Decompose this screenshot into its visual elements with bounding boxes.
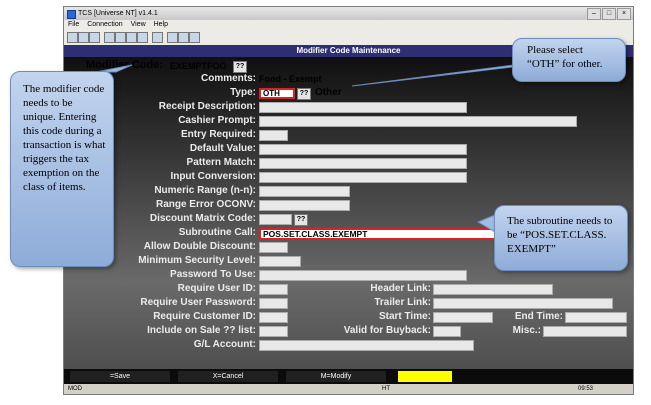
- password-to-use-field[interactable]: [259, 270, 467, 281]
- subroutine-call-label: Subroutine Call:: [178, 227, 256, 238]
- receipt-description-label: Receipt Description:: [158, 101, 256, 112]
- cashier-prompt-field[interactable]: [259, 116, 577, 127]
- start-time-field[interactable]: [433, 312, 493, 323]
- copy-icon[interactable]: [115, 32, 126, 43]
- unique-code-callout: The modifier code needs to be unique. En…: [10, 71, 114, 267]
- connect-icon[interactable]: [67, 32, 78, 43]
- trailer-link-field[interactable]: [433, 298, 613, 309]
- type-field[interactable]: OTH: [259, 88, 295, 99]
- numeric-range-label: Numeric Range (n-n):: [154, 185, 256, 196]
- pattern-match-field[interactable]: [259, 158, 467, 169]
- help-icon[interactable]: [178, 32, 189, 43]
- gl-account-field[interactable]: [259, 340, 474, 351]
- comments-field[interactable]: Food - Exempt: [259, 74, 322, 84]
- subroutine-callout: The subroutine needs to be “POS.SET.CLAS…: [494, 205, 628, 271]
- numeric-range-field[interactable]: [259, 186, 350, 197]
- require-customer-id-field[interactable]: [259, 312, 288, 323]
- minimize-icon[interactable]: –: [587, 8, 601, 20]
- open-icon[interactable]: [89, 32, 100, 43]
- min-security-level-field[interactable]: [259, 256, 301, 267]
- gl-account-label: G/L Account:: [193, 339, 256, 350]
- entry-required-field[interactable]: [259, 130, 288, 141]
- discount-matrix-label: Discount Matrix Code:: [149, 213, 256, 224]
- info-icon[interactable]: [189, 32, 200, 43]
- end-time-label: End Time:: [514, 311, 563, 322]
- require-user-password-field[interactable]: [259, 298, 288, 309]
- settings-icon[interactable]: [137, 32, 148, 43]
- range-error-field[interactable]: [259, 200, 350, 211]
- status-mode: MOD: [68, 386, 82, 392]
- close-icon[interactable]: ×: [617, 8, 631, 20]
- terminal-screen: Modifier Code Maintenance Modifier Code:…: [64, 45, 633, 384]
- tools-icon[interactable]: [167, 32, 178, 43]
- input-conversion-label: Input Conversion:: [170, 171, 256, 182]
- entry-required-label: Entry Required:: [180, 129, 256, 140]
- window-controls: – □ ×: [587, 8, 631, 20]
- start-time-label: Start Time:: [378, 311, 431, 322]
- end-time-field[interactable]: [565, 312, 627, 323]
- discount-matrix-lookup-button[interactable]: ??: [294, 214, 308, 226]
- allow-double-discount-field[interactable]: [259, 242, 288, 253]
- header-link-label: Header Link:: [370, 283, 431, 294]
- allow-double-discount-label: Allow Double Discount:: [143, 241, 256, 252]
- window-title: TCS [Universe NT] v1.4.1: [78, 10, 158, 17]
- screen-header: Modifier Code Maintenance: [64, 45, 633, 57]
- require-user-password-label: Require User Password:: [140, 297, 256, 308]
- trailer-link-label: Trailer Link:: [374, 297, 431, 308]
- type-lookup-button[interactable]: ??: [297, 88, 311, 100]
- status-terminal: HT: [382, 386, 390, 392]
- min-security-level-label: Minimum Security Level:: [138, 255, 256, 266]
- modifier-code-lookup-button[interactable]: ??: [233, 61, 247, 73]
- cashier-prompt-label: Cashier Prompt:: [178, 115, 256, 126]
- type-label: Type:: [230, 87, 256, 98]
- modify-button[interactable]: M=Modify: [286, 371, 386, 382]
- discount-matrix-field[interactable]: [259, 214, 292, 225]
- range-error-label: Range Error OCONV:: [155, 199, 256, 210]
- app-icon: [67, 10, 76, 19]
- dropdown-icon[interactable]: [152, 32, 163, 43]
- password-to-use-label: Password To Use:: [170, 269, 256, 280]
- menu-bar: File Connection View Help: [64, 20, 633, 30]
- comments-label: Comments:: [200, 73, 256, 84]
- status-bar: MOD HT 09:53: [64, 384, 633, 394]
- menu-file[interactable]: File: [68, 21, 80, 28]
- title-bar: TCS [Universe NT] v1.4.1 – □ ×: [64, 7, 633, 20]
- select-oth-callout: Please select “OTH” for other.: [512, 38, 626, 82]
- default-value-field[interactable]: [259, 144, 467, 155]
- status-clock: 09:53: [578, 386, 594, 392]
- function-key-bar: =Save X=Cancel M=Modify: [64, 369, 633, 384]
- save-icon[interactable]: [78, 32, 89, 43]
- menu-help[interactable]: Help: [153, 21, 169, 28]
- menu-connection[interactable]: Connection: [87, 21, 123, 28]
- require-customer-id-label: Require Customer ID:: [153, 311, 256, 322]
- save-button[interactable]: =Save: [70, 371, 170, 382]
- misc-label: Misc.:: [512, 325, 541, 336]
- menu-view[interactable]: View: [130, 21, 146, 28]
- print-icon[interactable]: [104, 32, 115, 43]
- valid-for-buyback-field[interactable]: [433, 326, 461, 337]
- cancel-button[interactable]: X=Cancel: [178, 371, 278, 382]
- modifier-code-input[interactable]: EXEMPTFOO: [170, 61, 227, 71]
- misc-field[interactable]: [543, 326, 627, 337]
- include-on-sale-label: Include on Sale ?? list:: [147, 325, 256, 336]
- require-user-id-field[interactable]: [259, 284, 288, 295]
- receipt-description-field[interactable]: [259, 102, 467, 113]
- type-description: Other: [315, 87, 342, 98]
- header-link-field[interactable]: [433, 284, 553, 295]
- pattern-match-label: Pattern Match:: [186, 157, 256, 168]
- include-on-sale-field[interactable]: [259, 326, 288, 337]
- default-value-label: Default Value:: [189, 143, 256, 154]
- yellow-function-key[interactable]: [398, 371, 452, 382]
- require-user-id-label: Require User ID:: [177, 283, 256, 294]
- maximize-icon[interactable]: □: [602, 8, 616, 20]
- modifier-code-label: Modifier Code:: [86, 59, 163, 71]
- valid-for-buyback-label: Valid for Buyback:: [343, 325, 431, 336]
- input-conversion-field[interactable]: [259, 172, 467, 183]
- paste-icon[interactable]: [126, 32, 137, 43]
